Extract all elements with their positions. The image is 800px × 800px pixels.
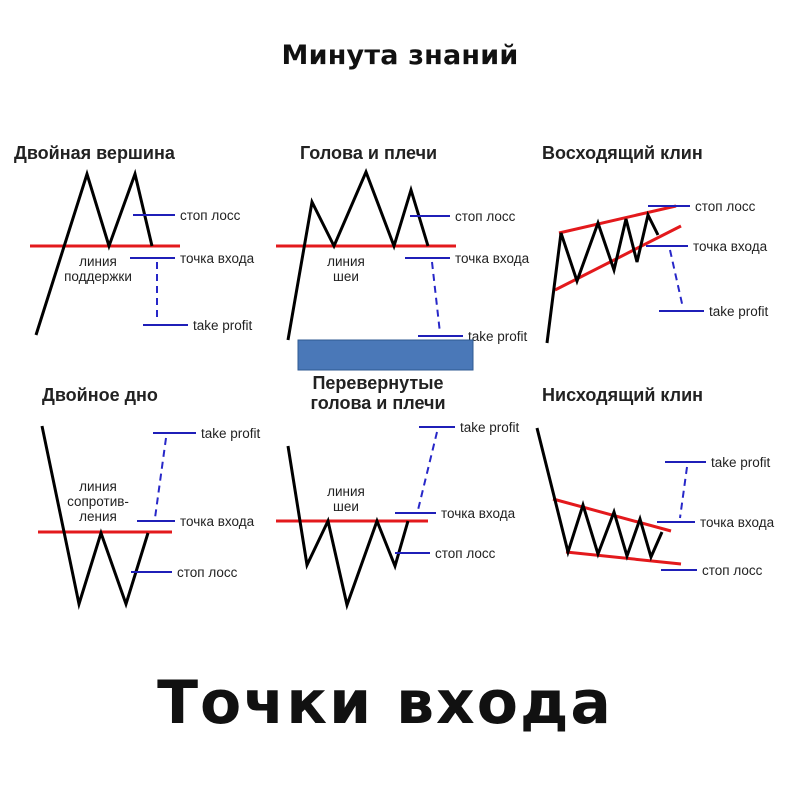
- level-label: линия: [79, 254, 117, 269]
- marker-label: take profit: [201, 426, 261, 441]
- projection-dash: [669, 249, 684, 309]
- marker-label: точка входа: [180, 251, 255, 266]
- level-label: линия: [327, 484, 365, 499]
- footer-title: Точки входа: [157, 668, 613, 738]
- marker-label: take profit: [460, 420, 520, 435]
- marker-label: стоп лосс: [455, 209, 516, 224]
- pattern-title: голова и плечи: [310, 393, 445, 413]
- pattern-title: Восходящий клин: [542, 143, 703, 163]
- level-label: ления: [79, 509, 117, 524]
- marker-label: стоп лосс: [435, 546, 496, 561]
- price-path: [40, 425, 150, 610]
- marker-label: take profit: [468, 329, 528, 344]
- price-path: [545, 210, 660, 344]
- price-path: [535, 427, 664, 562]
- pattern-title: Голова и плечи: [300, 143, 437, 163]
- price-path: [286, 445, 410, 611]
- price-path: [286, 168, 430, 341]
- level-label: шеи: [333, 269, 359, 284]
- projection-dash: [417, 431, 438, 511]
- projection-dash: [431, 261, 441, 334]
- price-path: [34, 168, 154, 336]
- level-label: линия: [327, 254, 365, 269]
- marker-label: точка входа: [693, 239, 768, 254]
- marker-label: стоп лосс: [702, 563, 763, 578]
- marker-label: стоп лосс: [177, 565, 238, 580]
- pattern-title: Нисходящий клин: [542, 385, 703, 405]
- level-label: линия: [79, 479, 117, 494]
- header-title: Минута знаний: [281, 40, 519, 71]
- marker-label: точка входа: [700, 515, 775, 530]
- projection-dash: [154, 437, 167, 519]
- marker-label: точка входа: [441, 506, 516, 521]
- trend-line: [558, 204, 677, 235]
- marker-label: стоп лосс: [695, 199, 756, 214]
- pattern-title: Двойное дно: [42, 385, 158, 405]
- level-label: сопротив-: [67, 494, 129, 509]
- level-label: шеи: [333, 499, 359, 514]
- pattern-falling-wedge: Нисходящий клин take profit точка входа сто…: [535, 385, 775, 578]
- marker-label: стоп лосс: [180, 208, 241, 223]
- cover-box: [297, 339, 474, 371]
- pattern-rising-wedge: Восходящий клин стоп лосс точка входа take …: [542, 143, 769, 344]
- marker-label: точка входа: [455, 251, 530, 266]
- marker-label: take profit: [709, 304, 769, 319]
- level-label: поддержки: [64, 269, 132, 284]
- marker-label: точка входа: [180, 514, 255, 529]
- projection-dash: [679, 466, 688, 519]
- pattern-title: Двойная вершина: [14, 143, 176, 163]
- trend-line: [565, 550, 682, 566]
- marker-label: take profit: [711, 455, 771, 470]
- marker-label: take profit: [193, 318, 253, 333]
- pattern-title: Перевернутые: [312, 373, 443, 393]
